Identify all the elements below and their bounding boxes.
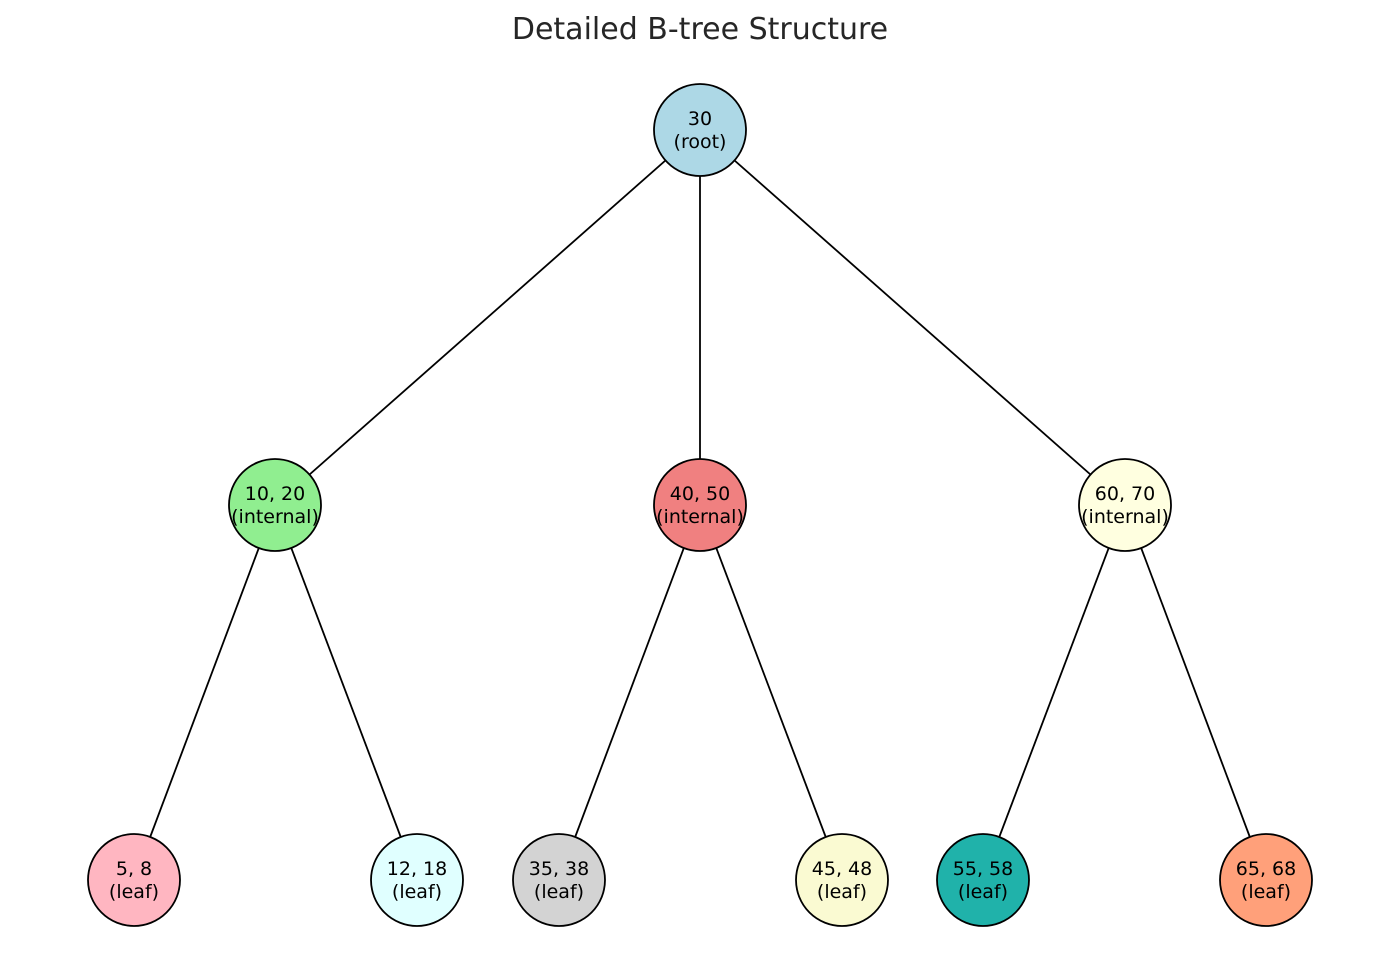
node-root: 30(root)	[653, 83, 747, 177]
node-keys-label: 40, 50	[670, 483, 730, 505]
node-leaf-55-58: 55, 58(leaf)	[936, 833, 1030, 927]
node-keys-label: 45, 48	[812, 858, 872, 880]
edge-internal-40-50-to-leaf-45-48	[699, 504, 843, 881]
node-role-label: (internal)	[231, 506, 319, 528]
edges-layer	[133, 129, 1267, 881]
node-circle	[87, 833, 181, 927]
node-circle	[653, 83, 747, 177]
node-keys-label: 12, 18	[387, 858, 447, 880]
node-keys-label: 55, 58	[953, 858, 1013, 880]
node-role-label: (leaf)	[817, 881, 867, 903]
edge-root-to-internal-10-20	[274, 129, 701, 506]
node-circle	[1078, 458, 1172, 552]
node-role-label: (leaf)	[109, 881, 159, 903]
node-leaf-45-48: 45, 48(leaf)	[795, 833, 889, 927]
node-circle	[936, 833, 1030, 927]
node-internal-40-50: 40, 50(internal)	[653, 458, 747, 552]
nodes-layer: 30(root)10, 20(internal)40, 50(internal)…	[87, 83, 1313, 927]
node-circle	[370, 833, 464, 927]
node-leaf-35-38: 35, 38(leaf)	[512, 833, 606, 927]
node-keys-label: 65, 68	[1236, 858, 1296, 880]
edge-internal-60-70-to-leaf-65-68	[1124, 504, 1267, 881]
node-circle	[653, 458, 747, 552]
node-internal-10-20: 10, 20(internal)	[228, 458, 322, 552]
node-role-label: (internal)	[656, 506, 744, 528]
edge-internal-10-20-to-leaf-5-8	[133, 504, 276, 881]
edge-root-to-internal-60-70	[699, 129, 1126, 506]
node-leaf-5-8: 5, 8(leaf)	[87, 833, 181, 927]
node-leaf-65-68: 65, 68(leaf)	[1219, 833, 1313, 927]
node-role-label: (leaf)	[1241, 881, 1291, 903]
diagram-title: Detailed B-tree Structure	[512, 12, 888, 47]
node-leaf-12-18: 12, 18(leaf)	[370, 833, 464, 927]
node-circle	[228, 458, 322, 552]
node-role-label: (internal)	[1081, 506, 1169, 528]
node-keys-label: 10, 20	[245, 483, 305, 505]
node-keys-label: 30	[688, 108, 712, 130]
edge-internal-40-50-to-leaf-35-38	[558, 504, 701, 881]
node-circle	[1219, 833, 1313, 927]
edge-internal-60-70-to-leaf-55-58	[982, 504, 1126, 881]
node-keys-label: 60, 70	[1095, 483, 1155, 505]
node-internal-60-70: 60, 70(internal)	[1078, 458, 1172, 552]
edge-internal-10-20-to-leaf-12-18	[274, 504, 418, 881]
node-keys-label: 35, 38	[529, 858, 589, 880]
node-role-label: (leaf)	[534, 881, 584, 903]
node-keys-label: 5, 8	[116, 858, 152, 880]
node-circle	[512, 833, 606, 927]
node-role-label: (root)	[674, 131, 727, 153]
node-circle	[795, 833, 889, 927]
node-role-label: (leaf)	[392, 881, 442, 903]
node-role-label: (leaf)	[958, 881, 1008, 903]
